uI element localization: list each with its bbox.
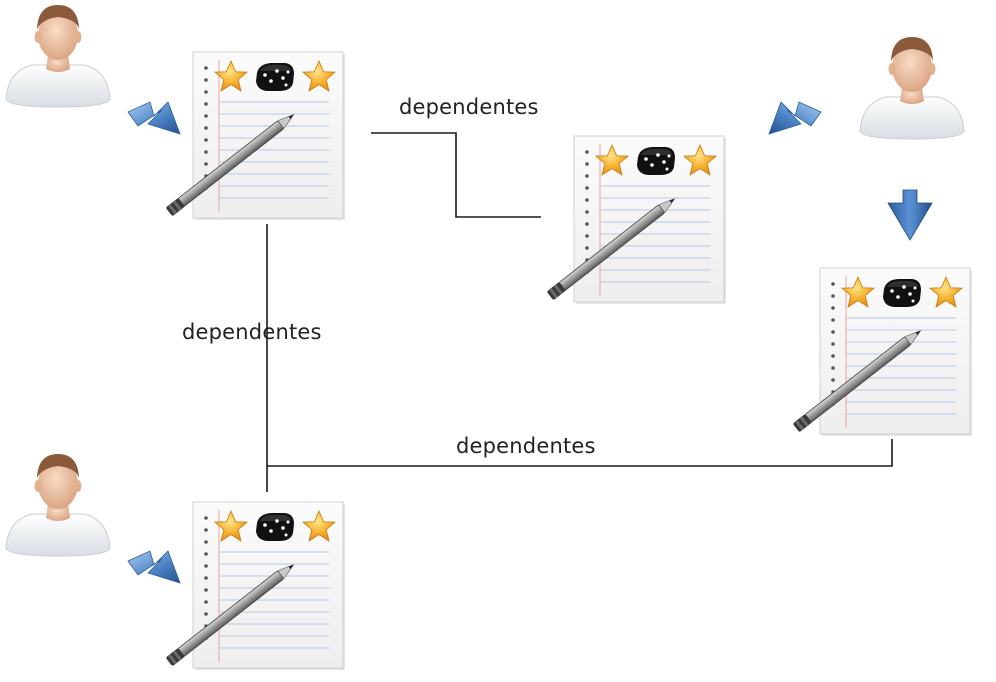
arrow-down-right-icon [127, 101, 181, 135]
connector-label-bottom: dependentes [456, 434, 596, 458]
document-icon [547, 136, 726, 304]
arrow-down-right-icon [127, 550, 181, 584]
arrow-down-icon [887, 189, 933, 241]
arrow-down-left-icon [768, 101, 822, 135]
user-icon [5, 453, 111, 557]
document-icon [166, 52, 345, 220]
document-icon [166, 502, 345, 670]
document-icon [793, 268, 972, 436]
connector-bottom [267, 439, 893, 467]
user-icon [859, 36, 965, 140]
connector-top [371, 132, 541, 218]
connector-label-left: dependentes [182, 320, 322, 344]
connector-lines [266, 132, 893, 492]
user-icon [5, 4, 111, 108]
connector-label-top: dependentes [399, 95, 539, 119]
